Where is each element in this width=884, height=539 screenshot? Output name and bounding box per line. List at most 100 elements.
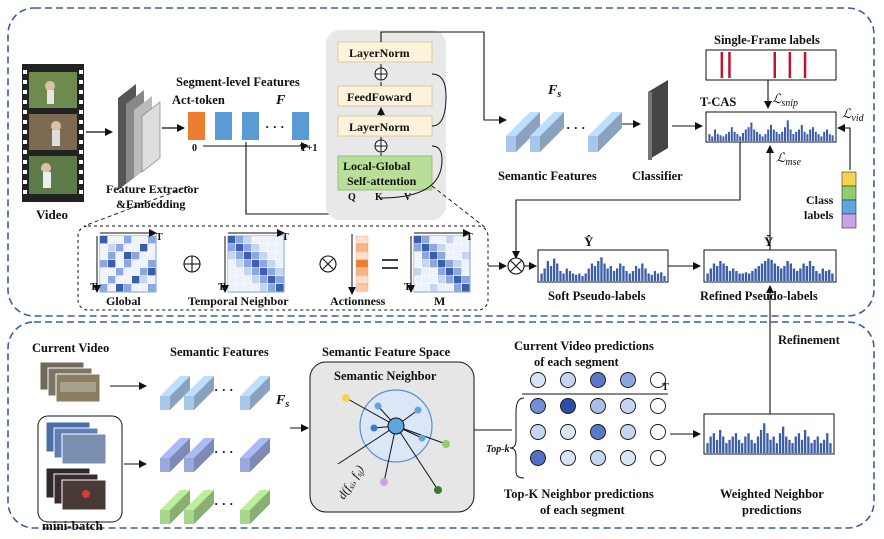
weighted-bar-9: [734, 433, 738, 453]
refined-bar-28: [796, 271, 799, 281]
tcas-bar-16: [753, 129, 756, 141]
weighted-bar-19: [766, 433, 769, 453]
M-cell-3-5: [454, 260, 462, 268]
layernorm-top-box: [337, 41, 433, 63]
extractor-label-2: &Embedding: [116, 197, 185, 211]
weighted-bar-22: [775, 443, 778, 453]
weighted-bar-0: [706, 443, 709, 453]
tcas-bar-42: [826, 129, 828, 141]
temporal-cell-6-1: [236, 284, 244, 292]
refined-bar-38: [828, 269, 831, 282]
temporal-cell-5-6: [276, 276, 284, 284]
extractor-label-1: Feature Extractor: [106, 182, 199, 196]
weighted-bar-6: [725, 443, 728, 453]
weighted-bar-5: [722, 436, 725, 453]
dash-left: [83, 185, 191, 227]
tcas-bar-7: [728, 131, 730, 141]
temporal-cell-3-6: [276, 260, 284, 268]
token-last: [292, 112, 309, 140]
soft-bar-12: [578, 273, 581, 281]
matrix-T-6: T: [404, 282, 411, 293]
layernorm-top: LayerNorm: [349, 46, 410, 60]
global-cell-1-5: [140, 244, 148, 252]
pred-T: T: [662, 382, 669, 393]
temporal-cell-0-4: [260, 236, 268, 244]
tcas-bar-23: [772, 129, 775, 141]
global-cell-5-2: [116, 276, 124, 284]
weighted-bar-12: [744, 436, 747, 453]
M-cell-2-3: [438, 252, 446, 260]
temporal-cell-6-3: [252, 284, 260, 292]
refined-bar-10: [738, 273, 741, 281]
top-cube-dots: · · ·: [566, 120, 586, 135]
soft-bar-26: [622, 266, 625, 281]
tcas-bar-18: [758, 134, 761, 141]
q-label: Q: [348, 192, 356, 203]
M-cell-4-3: [438, 268, 446, 276]
bottom-cube-dots-0: · · ·: [214, 382, 234, 397]
weighted-bar-4: [719, 429, 722, 453]
actionness-cell-0: [355, 235, 369, 244]
global-cell-6-0: [100, 284, 108, 292]
pred-circle-2-3: [620, 424, 636, 440]
global-cell-4-2: [116, 268, 124, 276]
soft-bar-23: [612, 271, 616, 281]
temporal-cell-2-3: [252, 252, 260, 260]
global-cell-3-6: [148, 260, 156, 268]
global-cell-5-1: [108, 276, 116, 284]
refined-bar-33: [812, 266, 815, 281]
soft-bar-38: [660, 272, 663, 282]
tcas-bar-20: [764, 134, 767, 141]
weighted-bar-34: [813, 439, 816, 453]
feature-space-title: Semantic Feature Space: [322, 345, 451, 359]
bottom-cube-0-1: [160, 376, 190, 410]
soft-bar-13: [581, 276, 584, 281]
pred-circle-1-0: [530, 398, 546, 414]
weighted-bar-39: [829, 443, 832, 453]
soft-bar-16: [590, 263, 594, 281]
global-cell-1-0: [100, 244, 108, 252]
weighted-bar-30: [800, 439, 804, 453]
actionness-cell-2: [355, 251, 369, 260]
y-hat: Ŷ: [584, 234, 594, 249]
tcas-bar-26: [781, 131, 784, 141]
feature-extractor-block: [118, 84, 161, 190]
refined-bar-35: [818, 273, 821, 281]
global-cell-5-0: [100, 276, 108, 284]
single-frame-mark-3: [788, 52, 792, 78]
pred-circle-2-4: [650, 424, 666, 440]
weighted-bar-32: [807, 436, 810, 453]
temporal-cell-4-5: [268, 268, 276, 276]
matrix-T-3: T: [282, 232, 289, 243]
class-label-square-2: [841, 199, 857, 215]
temporal-cell-4-3: [252, 268, 260, 276]
tcas-bar-9: [733, 131, 736, 141]
bottom-cube-1-1: [160, 438, 190, 472]
M-cell-0-4: [446, 236, 454, 244]
M-cell-0-5: [454, 236, 462, 244]
weighted-label-1: Weighted Neighbor: [720, 487, 824, 501]
tcas-bar-36: [809, 129, 812, 141]
M-cell-4-6: [462, 268, 470, 276]
weighted-bar-17: [759, 429, 763, 453]
M-cell-5-3: [438, 276, 446, 284]
tcas-bar-25: [778, 134, 781, 141]
node-3: [370, 424, 378, 432]
Fs-bottom-label: Fs: [275, 393, 289, 410]
global-cell-0-4: [132, 236, 140, 244]
matrix-T-5: T: [466, 232, 473, 243]
refined-bar-20: [770, 259, 773, 282]
global-cell-4-6: [148, 268, 156, 276]
single-frame-mark-0: [720, 52, 724, 78]
v-label: V: [404, 192, 412, 203]
tcas-bar-0: [708, 134, 711, 141]
refined-bar-15: [754, 268, 757, 281]
pred-circle-0-0: [530, 372, 546, 388]
refined-bar-26: [789, 263, 792, 281]
refined-bar-5: [722, 263, 725, 281]
times-operator: [319, 255, 337, 273]
soft-bar-5: [556, 263, 559, 281]
temporal-cell-0-5: [268, 236, 276, 244]
M-cell-4-0: [414, 268, 422, 276]
pred-circle-3-4: [650, 450, 666, 466]
